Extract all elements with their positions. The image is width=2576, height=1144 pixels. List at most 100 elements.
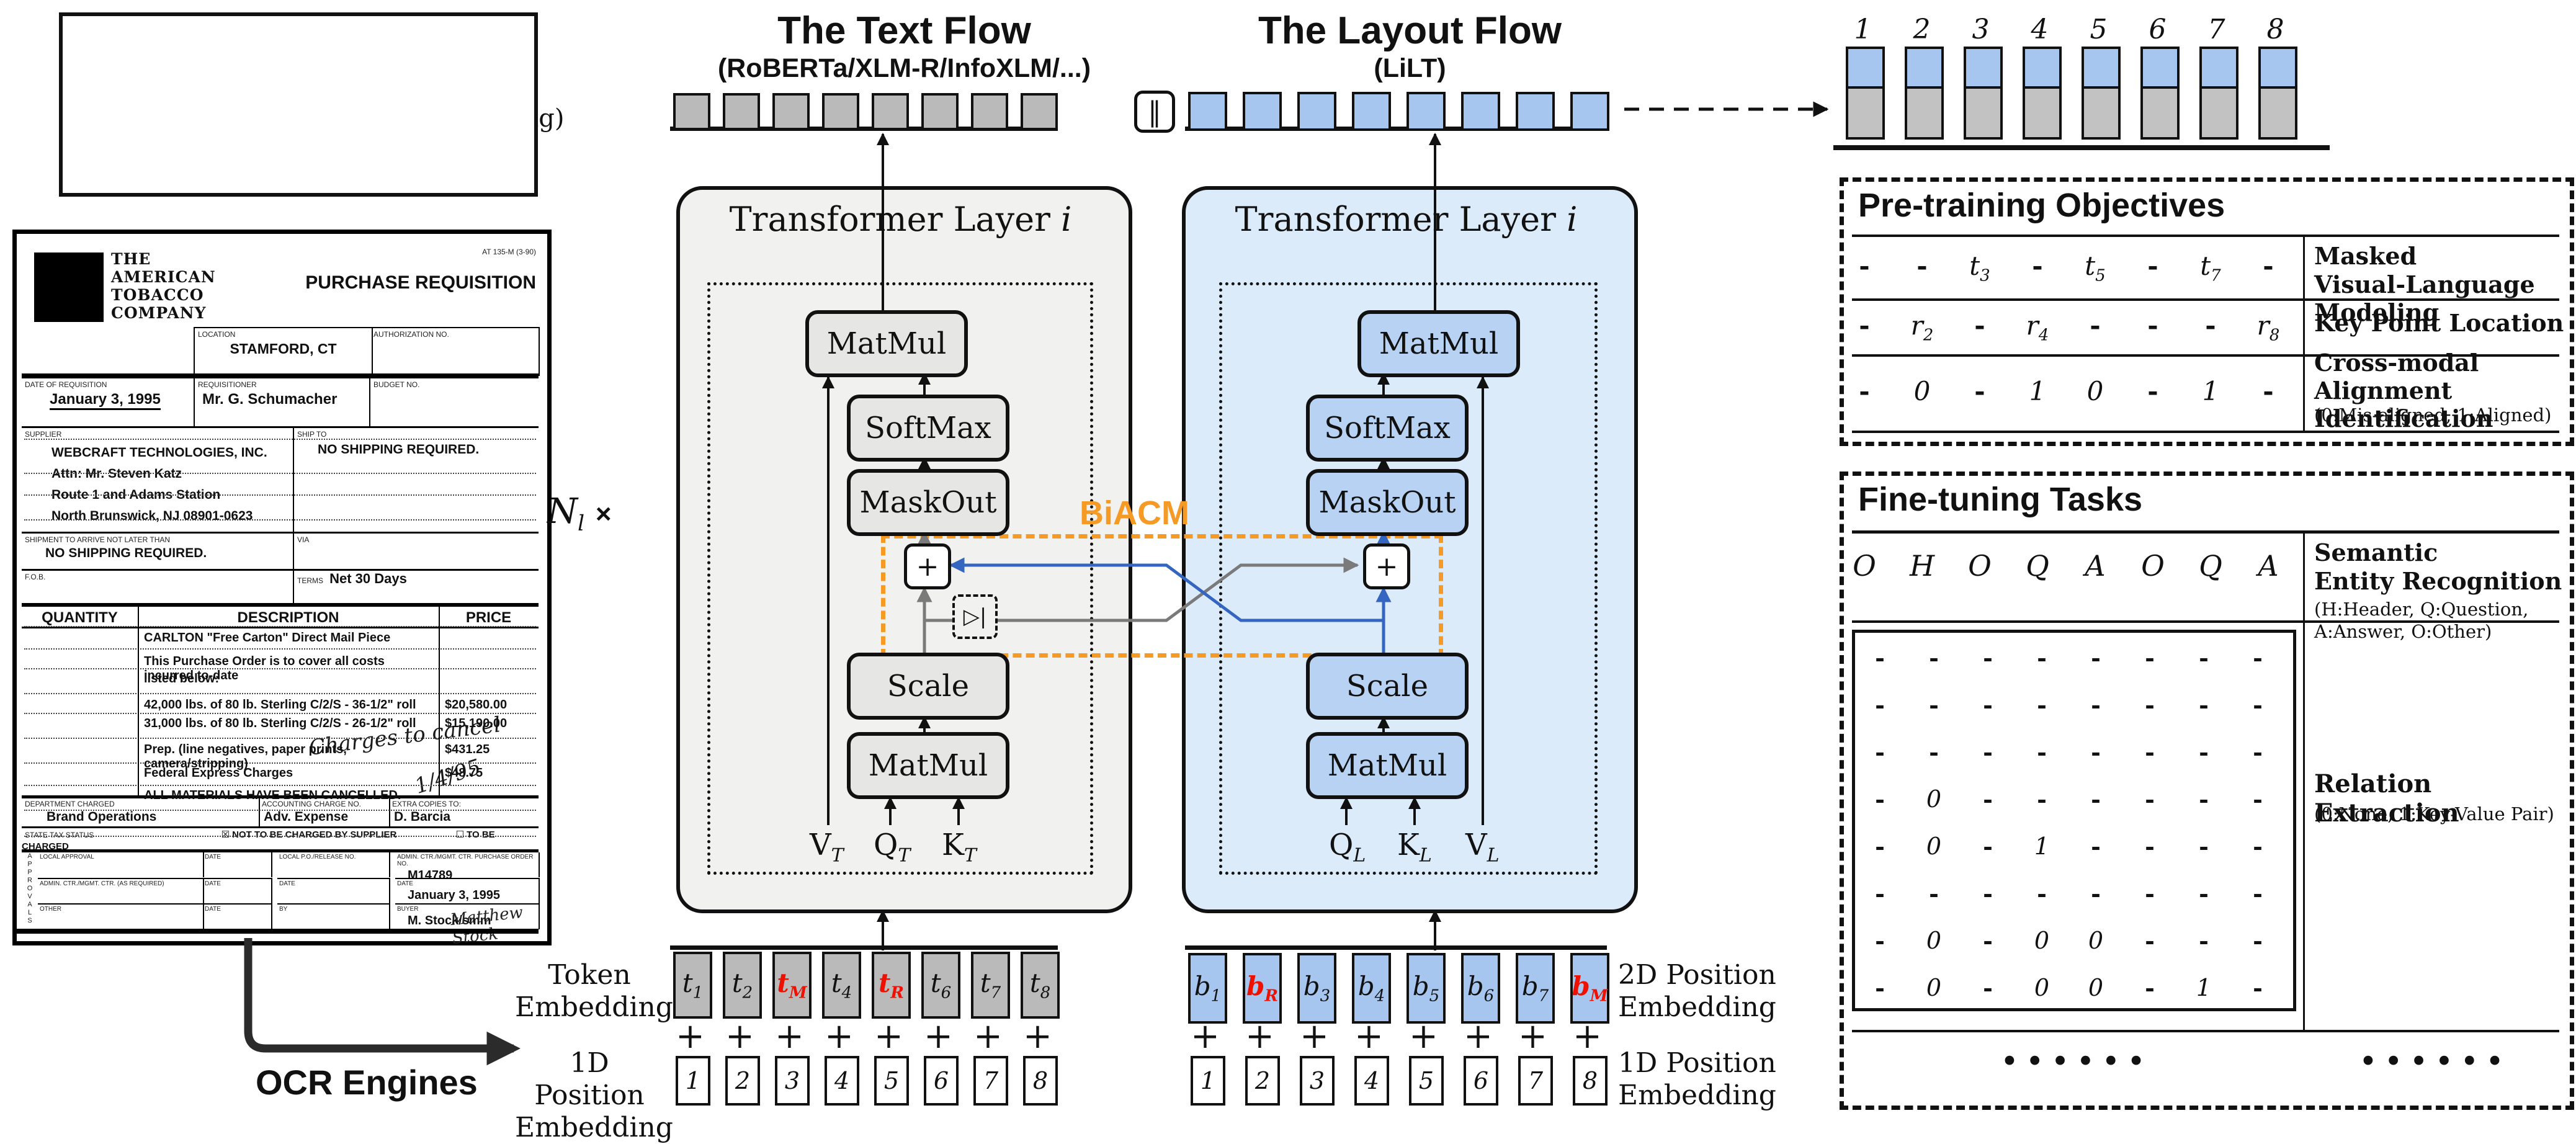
description-line: listed below:: [144, 672, 220, 686]
layout-transformer-title: Transformer Layer i: [1235, 200, 1578, 239]
relation-matrix-cell: -: [2145, 974, 2155, 1002]
concat-symbol: ‖: [1148, 96, 1161, 128]
price-value: $15,190.00: [445, 717, 508, 730]
stack-text-part: [2140, 89, 2180, 140]
acct-label: ACCOUNTING CHARGE NO.: [262, 800, 362, 808]
description-line: 31,000 lbs. of 80 lb. Sterling C/2/S - 2…: [144, 717, 416, 730]
relation-matrix-cell: -: [1875, 691, 1885, 719]
pretraining-row-label: Cross-modal: [2314, 349, 2479, 377]
stack-text-part: [2023, 89, 2062, 140]
text-add-box: +: [904, 543, 951, 589]
price-value: $48.75: [445, 766, 483, 780]
dotted-leader: [24, 785, 536, 786]
dotted-leader: [24, 713, 536, 714]
approval-label: LOCAL APPROVAL: [40, 854, 94, 860]
relation-matrix-cell: -: [1983, 974, 1993, 1002]
dept-value: Brand Operations: [47, 810, 157, 824]
pretraining-cell: -: [2147, 310, 2158, 341]
stacks-underline: [1833, 145, 2330, 150]
dotted-leader: [24, 810, 536, 811]
pretraining-cell: -: [1916, 251, 1928, 281]
dotted-leader: [24, 473, 536, 474]
stack-number: 1: [1854, 14, 1872, 45]
approval-label: ADMIN. CTR./MGMT. CTR. PURCHASE ORDER NO…: [397, 854, 534, 867]
text-flow-top-bar: [670, 127, 1058, 131]
relation-matrix-cell: -: [2199, 785, 2209, 813]
add-symbol: +: [1245, 1016, 1274, 1057]
approval-cell: DATE: [203, 878, 272, 904]
finetuning-dots-left: ••••••: [2001, 1046, 2153, 1076]
supplier-label: SUPPLIER: [25, 430, 62, 439]
date-value: January 3, 1995: [50, 391, 161, 410]
text-output-square: [822, 93, 859, 130]
text-output-square: [1021, 93, 1058, 130]
pretraining-cell: -: [2147, 251, 2158, 281]
stack-text-part: [2199, 89, 2238, 140]
relation-matrix-cell: -: [2091, 785, 2101, 813]
pretraining-row-note: (0:Mis-aligned, 1:Aligned): [2314, 404, 2552, 426]
output-stack: [2140, 47, 2180, 140]
finetuning-tasks-panel: [1840, 471, 2574, 1110]
2d-position-embedding-box: bM: [1570, 953, 1609, 1024]
relation-matrix-cell: -: [2145, 644, 2155, 672]
ocr-engines-label: OCR Engines: [256, 1063, 478, 1102]
layout-output-square: [1188, 92, 1227, 131]
stack-text-part: [1846, 89, 1885, 140]
text-output-square: [772, 93, 810, 130]
approval-cell: BY: [277, 903, 390, 929]
relation-matrix-cell: -: [1875, 974, 1885, 1002]
pretraining-cell: t7: [2200, 251, 2221, 285]
relation-matrix-cell: -: [2145, 833, 2155, 860]
text-scale-block: Scale: [847, 653, 1009, 720]
stack-layout-part: [2199, 47, 2238, 89]
output-stack: [1846, 47, 1885, 140]
text-transformer-title: Transformer Layer i: [729, 200, 1072, 239]
pretraining-cell: -: [2090, 310, 2101, 341]
pretraining-row-label: Key Point Location: [2314, 309, 2564, 337]
add-symbol: +: [1518, 1016, 1547, 1057]
stack-layout-part: [2023, 47, 2062, 89]
relation-matrix-cell: 1: [2034, 833, 2050, 860]
approval-label: DATE: [279, 880, 295, 887]
pretraining-cell: -: [2263, 251, 2274, 281]
relation-matrix-cell: -: [2199, 880, 2209, 908]
pretraining-cell: -: [2032, 251, 2043, 281]
relation-matrix-cell: -: [1929, 880, 1939, 908]
pretraining-cell: t3: [1969, 251, 1990, 285]
1d-position-box: 7: [973, 1056, 1008, 1106]
qkv-label: KL: [1397, 828, 1432, 867]
ocr-elbow-arrow: [244, 938, 521, 1066]
pretraining-cell: 0: [1913, 376, 1931, 406]
stack-number: 3: [1972, 14, 1990, 45]
description-line: 42,000 lbs. of 80 lb. Sterling C/2/S - 3…: [144, 698, 416, 712]
add-symbol: +: [1300, 1016, 1329, 1057]
pretraining-cell: -: [1974, 310, 1985, 341]
form-number: AT 135-M (3-90): [482, 248, 536, 256]
acct-value: Adv. Expense: [264, 810, 349, 824]
stack-number: 5: [2090, 14, 2108, 45]
relation-matrix-cell: -: [1983, 833, 1993, 860]
relation-matrix-cell: -: [2145, 880, 2155, 908]
1d-position-box: 4: [825, 1056, 859, 1106]
token-embedding-box: t8: [1021, 952, 1060, 1019]
finetuning-dots-right: ••••••: [2359, 1046, 2512, 1076]
fob-label: F.O.B.: [25, 573, 46, 581]
approval-label: BY: [279, 906, 288, 913]
relation-matrix-cell: -: [1929, 644, 1939, 672]
layout-output-square: [1570, 92, 1609, 131]
stack-layout-part: [2258, 47, 2297, 89]
add-symbol: +: [1464, 1016, 1493, 1057]
approval-cell: OTHER: [38, 903, 204, 929]
pretraining-cell: -: [2205, 310, 2216, 341]
approval-label: DATE: [205, 906, 221, 913]
relation-matrix-cell: -: [1929, 691, 1939, 719]
text-flow-subtitle: (RoBERTa/XLM-R/InfoXLM/...): [717, 53, 1091, 83]
text-output-square: [971, 93, 1008, 130]
token-embedding-box: tM: [772, 952, 812, 1019]
shipto-label: SHIP TO: [297, 430, 327, 439]
dotted-leader: [24, 519, 536, 521]
add-symbol: +: [1409, 1016, 1438, 1057]
approval-label: LOCAL P.O./RELEASE NO.: [279, 854, 356, 860]
ser-cell: H: [1909, 549, 1935, 583]
